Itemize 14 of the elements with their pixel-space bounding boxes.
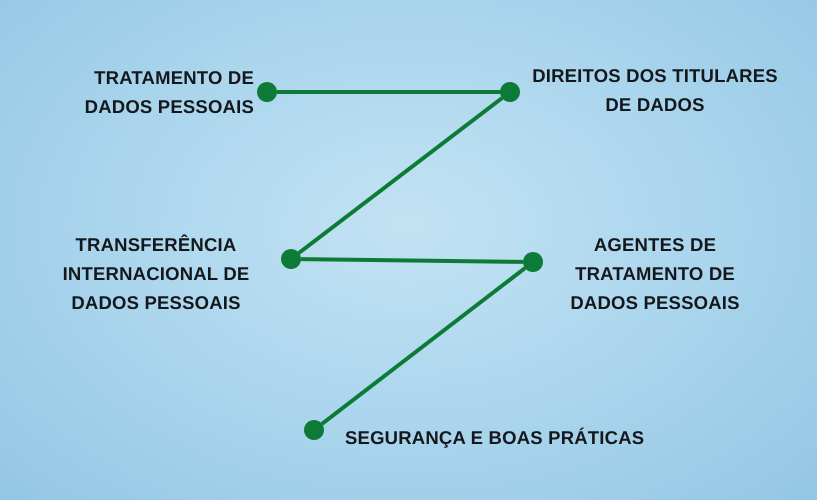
topic-label: TRATAMENTO DE DADOS PESSOAIS [84,66,254,119]
dot-marker [257,82,277,102]
dot-marker [500,82,520,102]
dot-marker [281,249,301,269]
dot-marker [304,420,324,440]
dot-marker [523,252,543,272]
topic-label: TRANSFERÊNCIA INTERNACIONAL DE DADOS PESSOAIS [62,233,250,315]
topic-label: SEGURANÇA E BOAS PRÁTICAS [345,426,646,450]
topic-label: AGENTES DE TRATAMENTO DE DADOS PESSOAIS [569,233,741,315]
topic-label: DIREITOS DOS TITULARES DE DADOS [531,64,779,117]
connector-line [277,90,500,94]
connector-line [320,266,526,426]
connector-line [300,257,524,264]
connector-line [298,96,504,255]
